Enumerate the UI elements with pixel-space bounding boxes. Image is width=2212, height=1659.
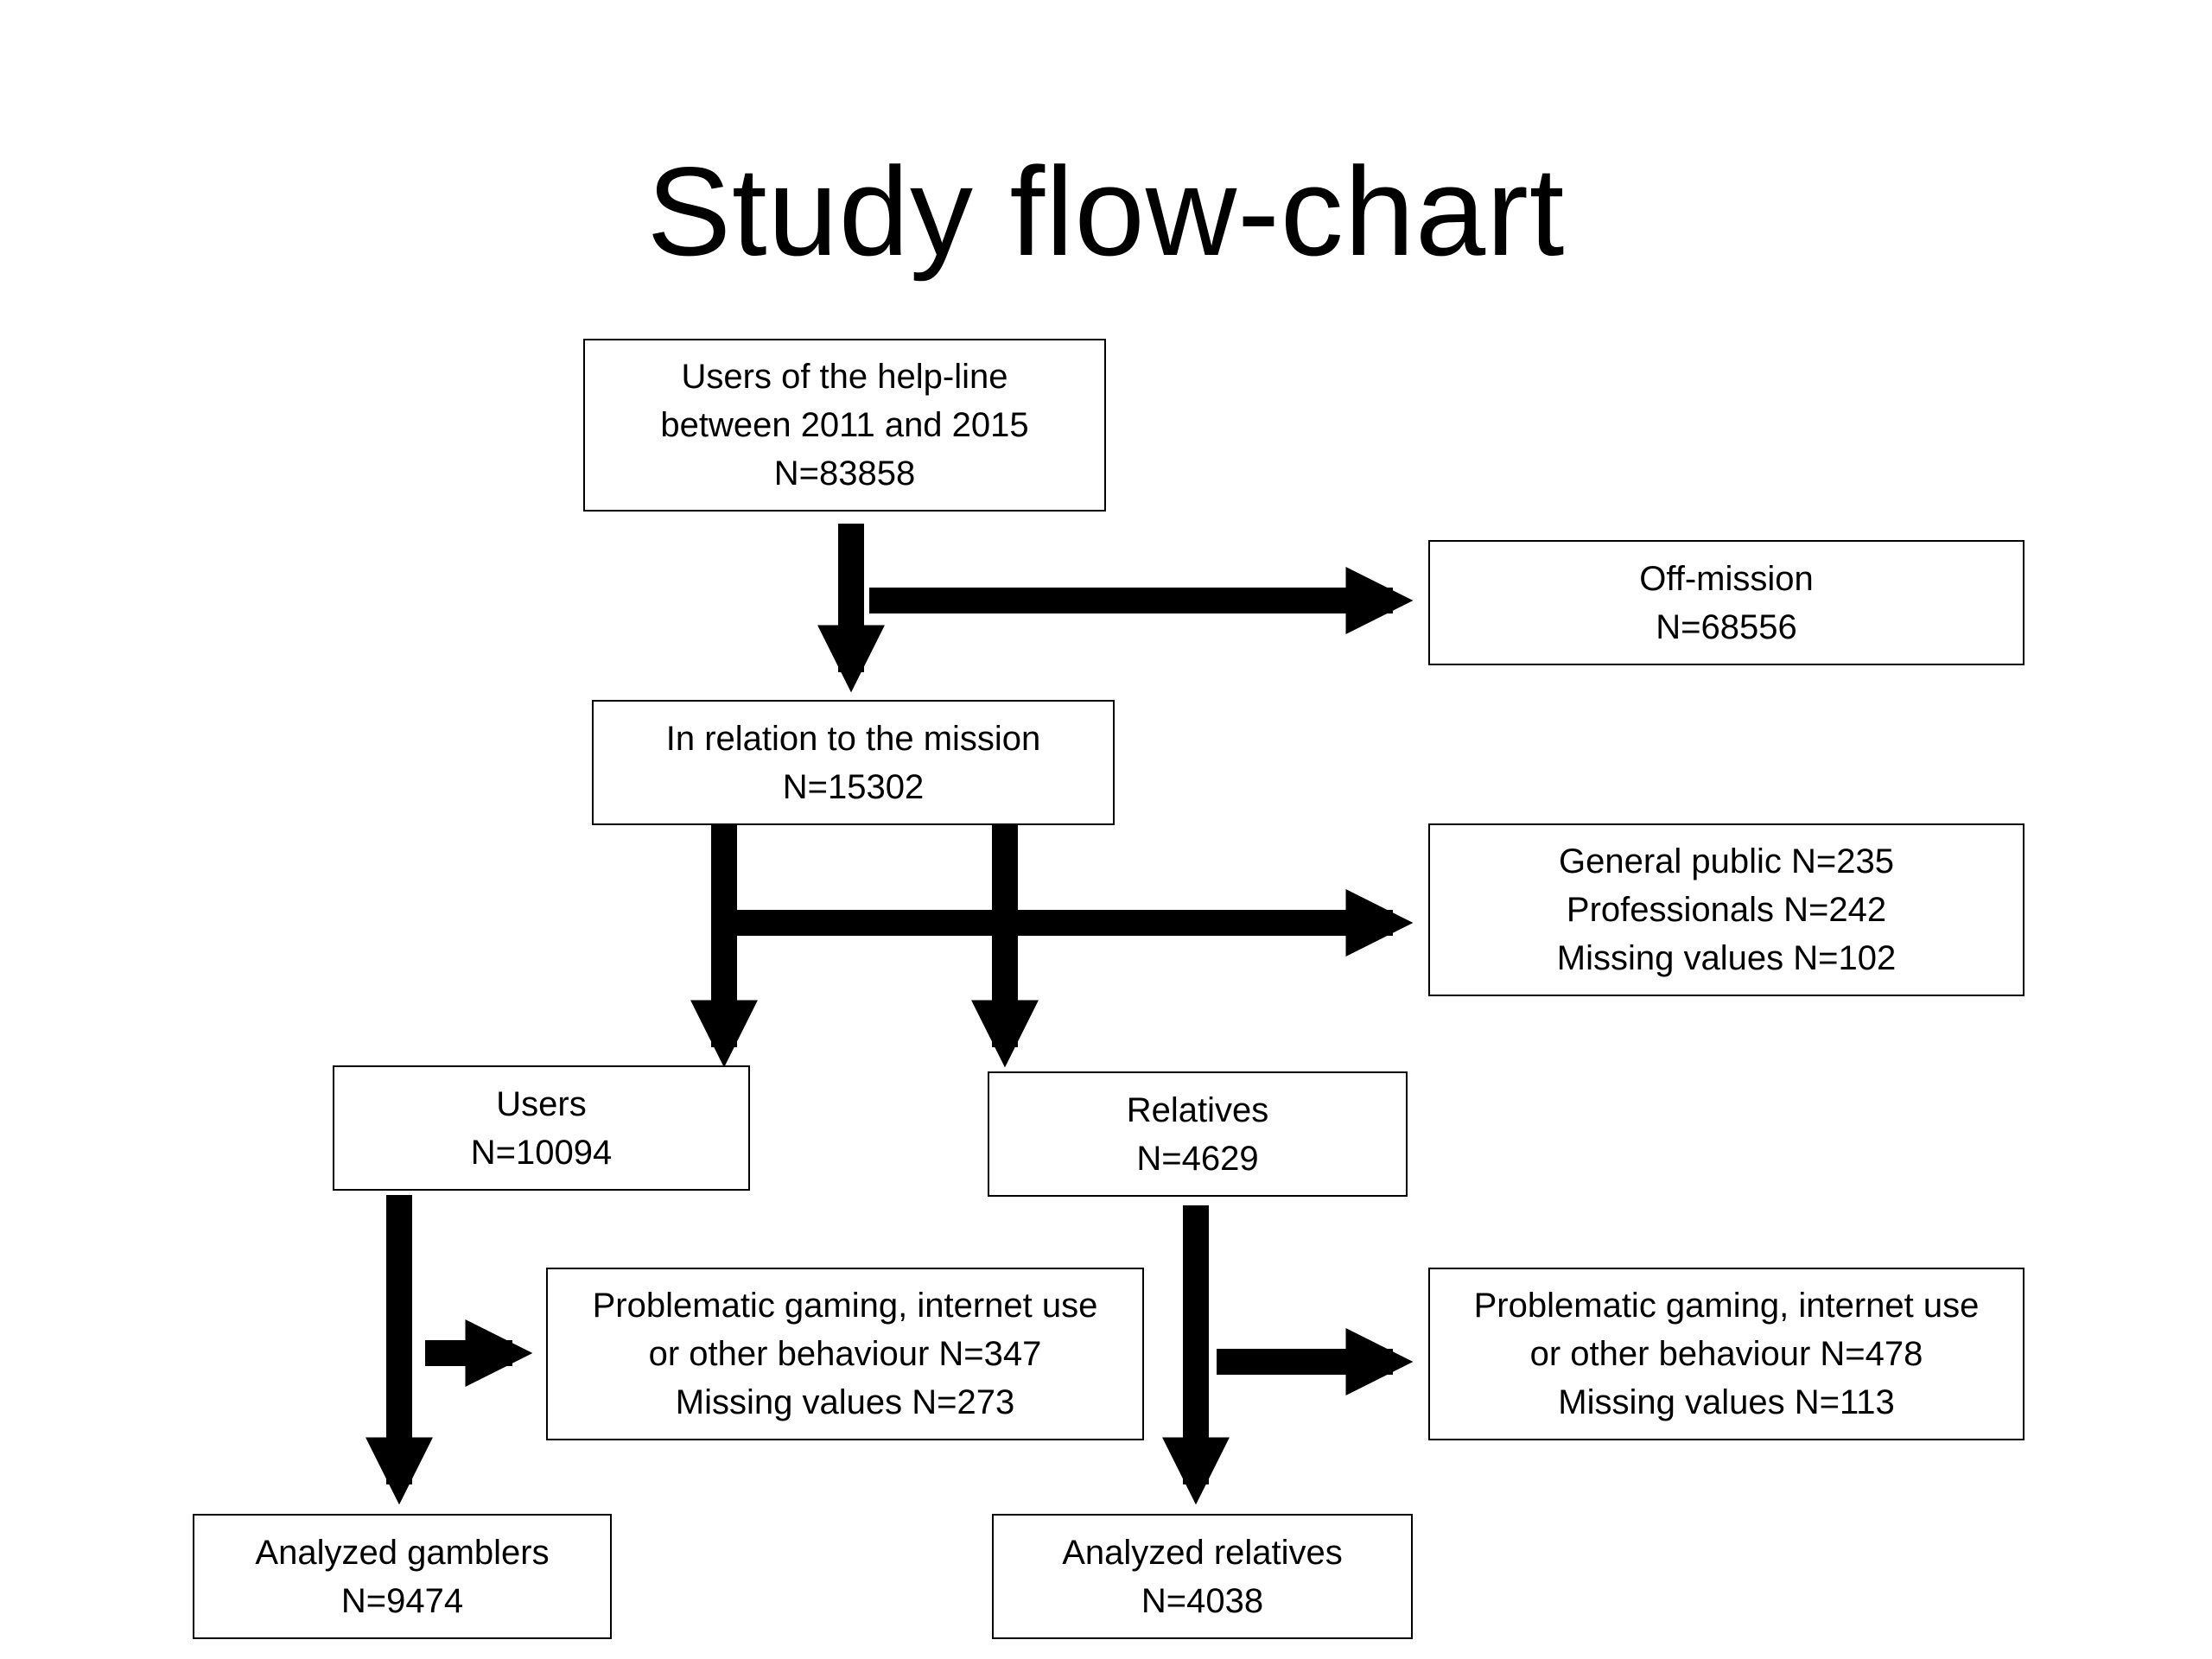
users-box: Users N=10094 bbox=[333, 1065, 750, 1191]
box-line: Problematic gaming, internet use bbox=[1473, 1287, 1980, 1325]
box-line: N=4038 bbox=[1141, 1581, 1264, 1620]
box-line: or other behaviour N=347 bbox=[648, 1335, 1042, 1373]
off-mission-box: Off-mission N=68556 bbox=[1428, 540, 2024, 665]
box-line: N=9474 bbox=[340, 1581, 464, 1620]
box-line: Missing values N=102 bbox=[1556, 939, 1897, 977]
box-line: N=83858 bbox=[773, 454, 916, 493]
excluded-public-box: General public N=235 Professionals N=242… bbox=[1428, 823, 2024, 996]
box-line: N=4629 bbox=[1136, 1139, 1259, 1178]
box-line: N=15302 bbox=[782, 767, 925, 806]
box-line: N=68556 bbox=[1656, 607, 1797, 646]
excluded-users-box: Problematic gaming, internet use or othe… bbox=[546, 1268, 1144, 1440]
analyzed-relatives-box: Analyzed relatives N=4038 bbox=[992, 1514, 1413, 1639]
helpline-users-box: Users of the help-line between 2011 and … bbox=[583, 339, 1106, 512]
page-title: Study flow-chart bbox=[646, 141, 1566, 282]
box-line: Users bbox=[496, 1084, 587, 1123]
box-line: General public N=235 bbox=[1558, 842, 1895, 880]
box-line: Missing values N=113 bbox=[1558, 1383, 1895, 1421]
box-line: between 2011 and 2015 bbox=[660, 406, 1029, 444]
box-line: Relatives bbox=[1126, 1090, 1269, 1129]
box-line: Professionals N=242 bbox=[1566, 891, 1887, 929]
analyzed-gamblers-box: Analyzed gamblers N=9474 bbox=[193, 1514, 612, 1639]
box-line: Analyzed gamblers bbox=[255, 1533, 550, 1572]
box-line: or other behaviour N=478 bbox=[1529, 1335, 1923, 1373]
box-line: Analyzed relatives bbox=[1062, 1533, 1343, 1572]
excluded-relatives-box: Problematic gaming, internet use or othe… bbox=[1428, 1268, 2024, 1440]
in-relation-mission-box: In relation to the mission N=15302 bbox=[592, 700, 1115, 825]
box-line: N=10094 bbox=[470, 1133, 613, 1172]
box-line: In relation to the mission bbox=[665, 719, 1041, 758]
relatives-box: Relatives N=4629 bbox=[988, 1071, 1408, 1197]
box-line: Problematic gaming, internet use bbox=[592, 1287, 1098, 1325]
box-line: Users of the help-line bbox=[681, 358, 1008, 396]
box-line: Off-mission bbox=[1639, 559, 1814, 598]
box-line: Missing values N=273 bbox=[675, 1383, 1015, 1421]
